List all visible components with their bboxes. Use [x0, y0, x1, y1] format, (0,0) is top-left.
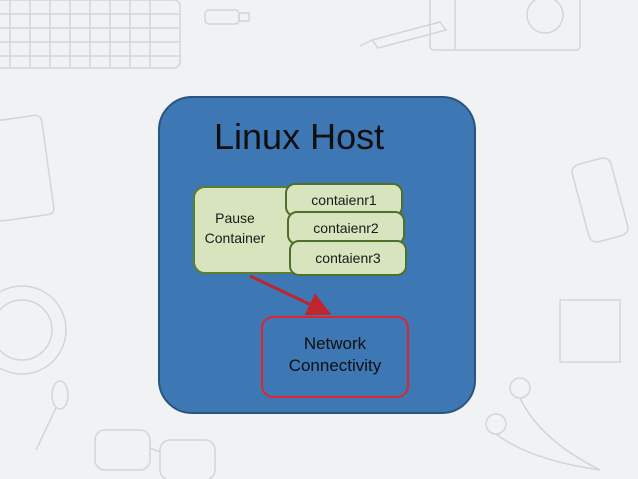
- network-label-line2: Connectivity: [288, 356, 382, 375]
- pause-label-line1: Pause: [215, 210, 255, 226]
- earphones-icon: [485, 377, 601, 471]
- container-label-3: contaienr3: [315, 250, 381, 266]
- spoon-icon: [35, 380, 69, 451]
- coffee-cup-icon: [0, 285, 67, 375]
- glasses-icon: [94, 429, 216, 479]
- container-label-1: contaienr1: [311, 192, 377, 208]
- container-box-3: contaienr3: [289, 240, 407, 276]
- arrow-line: [249, 274, 332, 316]
- pause-label-line2: Container: [204, 230, 266, 246]
- container-label-2: contaienr2: [313, 220, 379, 236]
- notebook-icon: [429, 0, 581, 51]
- network-label-line1: Network: [303, 334, 367, 353]
- usb-stick-icon: [204, 9, 250, 25]
- pen-icon: [359, 21, 448, 49]
- tablet-icon: [0, 114, 55, 222]
- pause-container-label: Pause Container: [200, 208, 270, 248]
- linux-host-title: Linux Host: [214, 116, 385, 157]
- network-connectivity-box: [261, 316, 409, 398]
- phone-icon: [571, 157, 629, 243]
- keyboard-icon: [0, 0, 181, 69]
- network-connectivity-label: Network Connectivity: [261, 333, 409, 377]
- notepad-icon: [559, 299, 621, 363]
